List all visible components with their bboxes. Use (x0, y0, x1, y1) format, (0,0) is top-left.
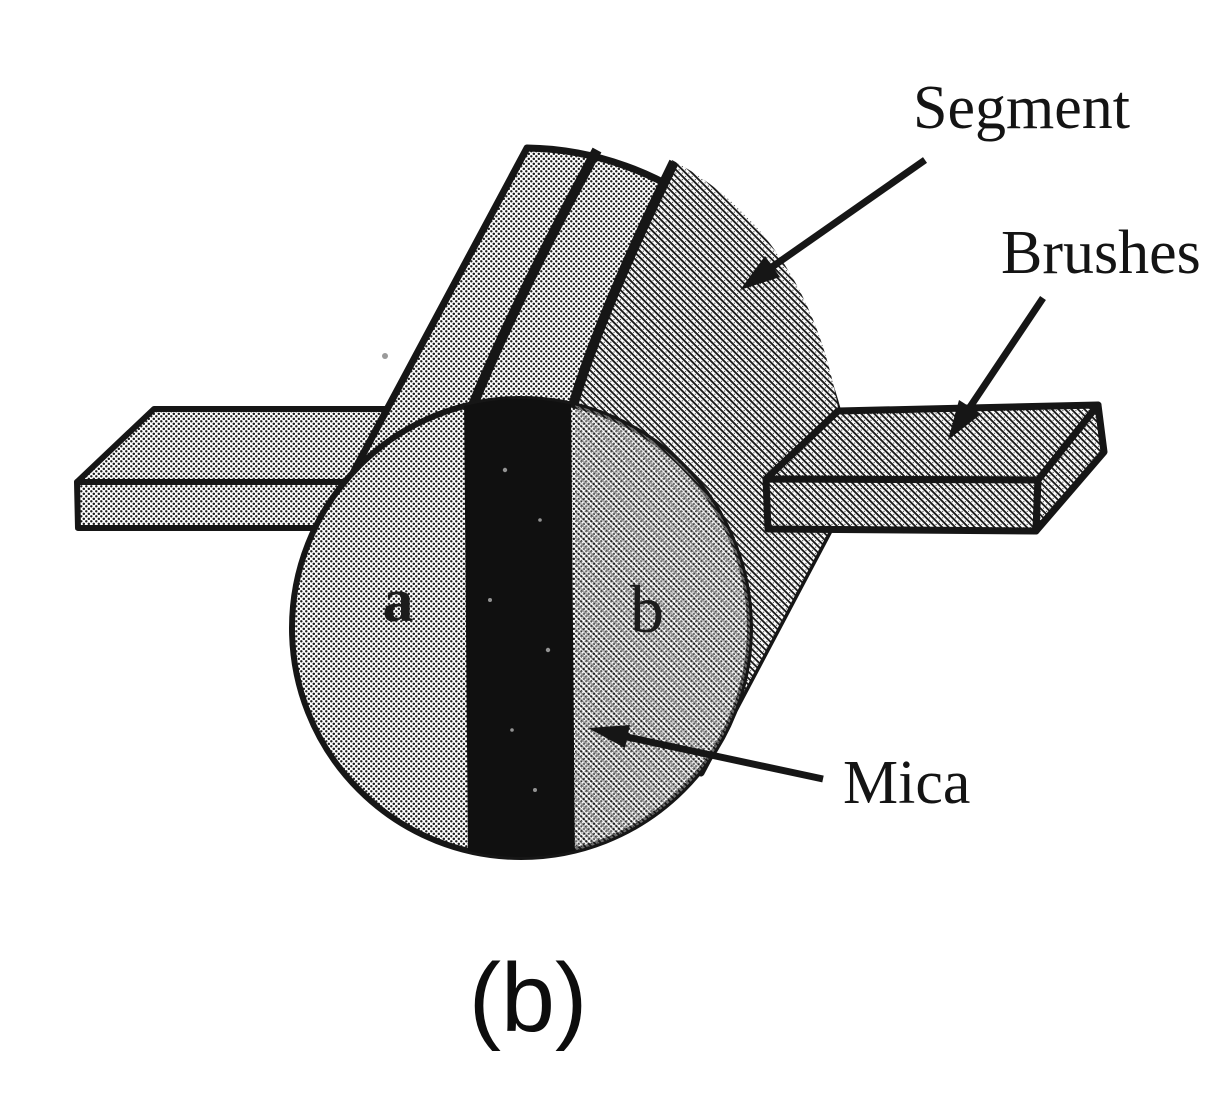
print-speck (382, 353, 388, 359)
brushes-label: Brushes (1001, 219, 1201, 287)
segment-a-label: a (383, 567, 414, 635)
segment-stripe-right (563, 159, 679, 426)
figure-caption: (b) (469, 943, 588, 1052)
segment-b-label: b (630, 571, 664, 647)
segment-b-surface (560, 160, 844, 773)
right-brush-front-face (762, 475, 1042, 535)
segment-arrow (740, 157, 928, 290)
segment-stripe-left (459, 147, 602, 430)
brushes-arrow (948, 296, 1046, 440)
mica-strip (464, 399, 575, 857)
mica-label: Mica (843, 749, 970, 817)
right-brush-side-face (1032, 401, 1108, 535)
mica-arrow (588, 725, 824, 783)
segment-label: Segment (913, 74, 1130, 142)
right-brush (762, 401, 1108, 535)
mica-speckles (488, 467, 551, 792)
